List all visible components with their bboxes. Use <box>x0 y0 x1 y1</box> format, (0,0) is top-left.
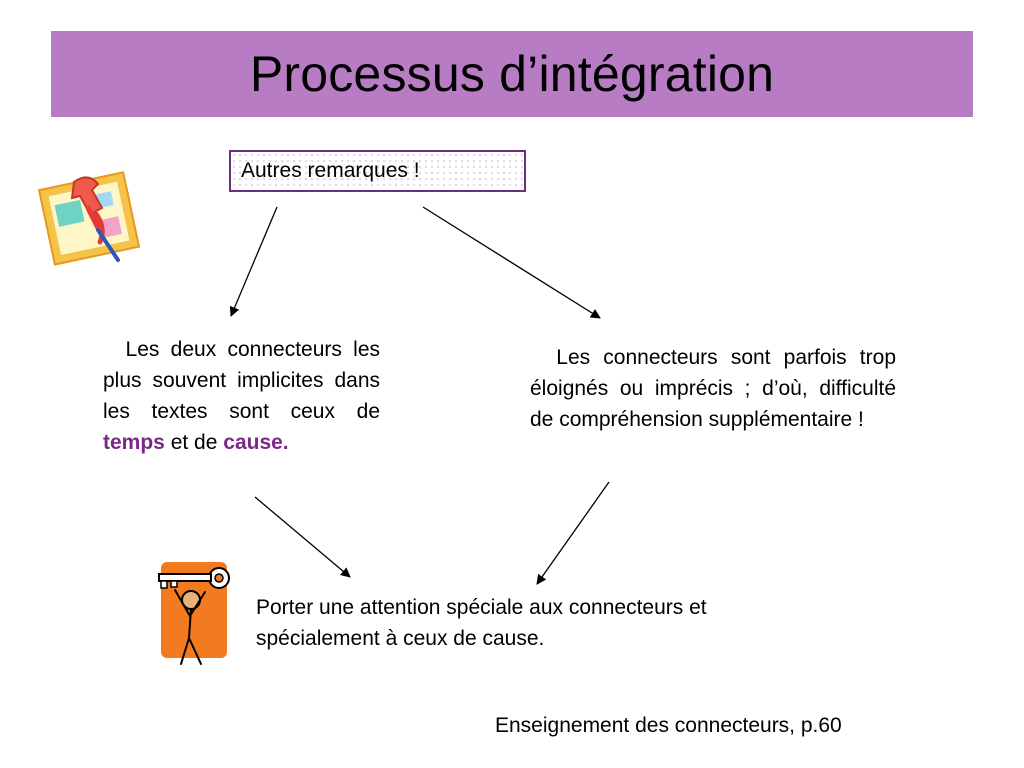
arrow-right-to-conclusion <box>536 481 610 585</box>
left-text-intro: Les deux connecteurs les plus souvent im… <box>103 338 380 423</box>
left-text-block: Les deux connecteurs les plus souvent im… <box>103 334 380 458</box>
conclusion-text: Porter une attention spéciale aux connec… <box>256 596 707 650</box>
arrow-to-left-block <box>229 206 278 317</box>
footer-reference: Enseignement des connecteurs, p.60 <box>495 714 842 737</box>
stick-figure-with-key-icon <box>158 562 230 665</box>
arrow-to-right-block <box>422 206 601 319</box>
page-title: Processus d’intégration <box>249 46 775 102</box>
keyword-temps: temps <box>103 431 165 454</box>
left-text-joiner: et de <box>170 431 218 454</box>
title-bar: Processus d’intégration <box>51 31 973 117</box>
arrow-left-to-conclusion <box>254 496 351 578</box>
right-text: Les connecteurs sont parfois trop éloign… <box>530 346 896 431</box>
remark-box: Autres remarques ! <box>229 150 526 192</box>
right-text-block: Les connecteurs sont parfois trop éloign… <box>530 342 896 435</box>
keyword-cause: cause. <box>223 431 289 454</box>
pushpin-note-icon <box>37 171 141 266</box>
